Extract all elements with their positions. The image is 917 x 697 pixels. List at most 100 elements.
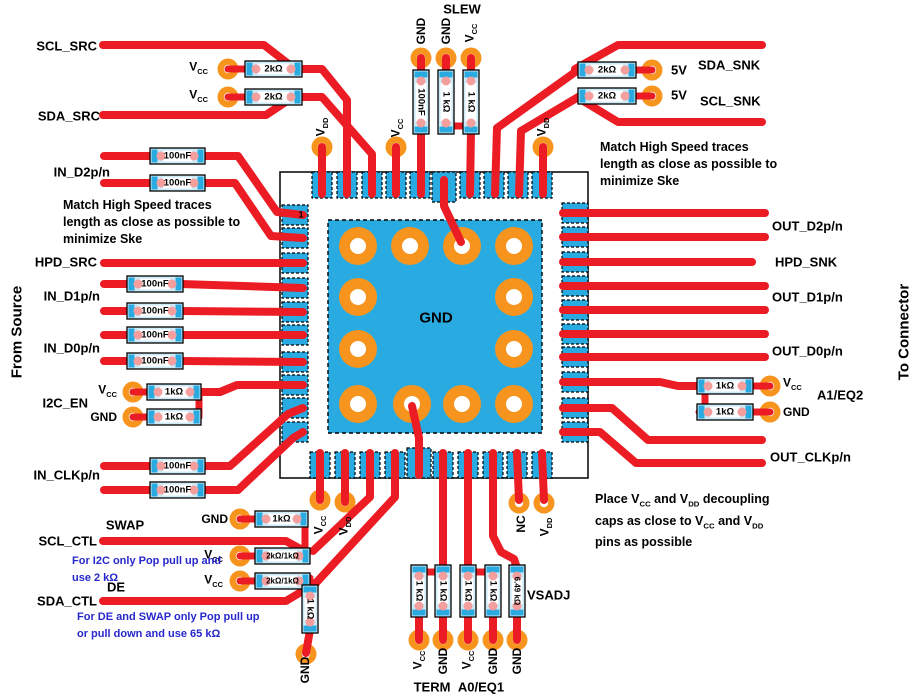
component-value-box xyxy=(160,386,188,398)
component-end xyxy=(439,126,453,133)
component-accent xyxy=(512,571,522,581)
component-accent xyxy=(167,279,177,289)
pin-label-vcc: VCC xyxy=(459,650,476,670)
component-end xyxy=(461,609,475,616)
component-value: 1 kΩ xyxy=(463,581,474,602)
component-accent xyxy=(189,461,199,471)
component-accent xyxy=(286,64,296,74)
pin-label-vdd: VDD xyxy=(336,516,353,536)
pin-label-vcc: VCC xyxy=(783,375,802,392)
pin1-marker: 1 xyxy=(298,209,304,220)
component-accent xyxy=(156,151,166,161)
pin-label-vcc: VCC xyxy=(388,118,405,138)
pcb-trace xyxy=(513,449,523,504)
component-value: 1kΩ xyxy=(272,514,291,525)
component-accent xyxy=(133,356,143,366)
out-d2: OUT_D2p/n xyxy=(772,218,843,234)
component-accent xyxy=(414,571,424,581)
component-value-box xyxy=(140,355,170,367)
component-end xyxy=(175,304,182,318)
component-value-box xyxy=(465,83,477,121)
component-end xyxy=(197,149,204,163)
pin-label-vdd: VDD xyxy=(534,117,551,137)
from-source-title: From Source xyxy=(8,285,26,379)
pcb-trace xyxy=(311,449,399,588)
component-end xyxy=(294,90,301,104)
component-accent xyxy=(153,387,163,397)
component-accent xyxy=(153,412,163,422)
hpd-src: HPD_SRC xyxy=(34,254,97,270)
pin-label-gnd: GND xyxy=(486,647,500,675)
component-end xyxy=(151,176,158,190)
a1-eq2: A1/EQ2 xyxy=(817,387,864,403)
component-value: 100nF xyxy=(141,279,169,290)
pcb-trace xyxy=(177,280,307,292)
ground-via-hole xyxy=(454,396,470,412)
component-accent xyxy=(703,407,713,417)
sda-snk: SDA_SNK xyxy=(698,57,761,73)
component-end xyxy=(302,549,309,563)
component-value-box xyxy=(413,578,425,604)
component-accent xyxy=(463,571,473,581)
component-end xyxy=(193,385,200,399)
component-accent xyxy=(305,591,315,601)
component-accent xyxy=(294,576,304,586)
component-accent xyxy=(133,330,143,340)
pin-label-vcc: VCC xyxy=(189,59,208,76)
component-end xyxy=(128,354,135,368)
component-value-box xyxy=(710,406,740,418)
component-value-box xyxy=(163,484,192,496)
ground-via-hole xyxy=(350,396,366,412)
pcb-trace xyxy=(309,449,374,555)
pin-label-vdd: VDD xyxy=(313,117,330,137)
component-value: 6.49 kΩ xyxy=(513,577,522,606)
component-value-box xyxy=(304,598,316,620)
component-end xyxy=(175,354,182,368)
component-end xyxy=(745,379,752,393)
component-accent xyxy=(620,65,630,75)
pcb-trace xyxy=(99,585,310,605)
pcb-trace xyxy=(491,66,582,198)
component-end xyxy=(151,459,158,473)
component-end xyxy=(745,405,752,419)
ground-via-hole xyxy=(402,238,418,254)
component-accent xyxy=(438,601,448,611)
component-accent xyxy=(251,92,261,102)
component-accent xyxy=(305,617,315,627)
pin-label-vcc: VCC xyxy=(189,87,208,104)
pcb-trace xyxy=(538,449,548,504)
component-value-box xyxy=(511,578,523,604)
component-accent xyxy=(167,330,177,340)
pcb-trace xyxy=(559,428,766,467)
out-d1: OUT_D1p/n xyxy=(772,289,843,305)
scl-src: SCL_SRC xyxy=(36,38,97,54)
component-accent xyxy=(156,178,166,188)
pcb-trace xyxy=(99,41,351,198)
component-value-box xyxy=(440,83,452,121)
component-accent xyxy=(185,387,195,397)
component-value: 2kΩ/1kΩ xyxy=(266,552,299,561)
a0-eq1: A0/EQ1 xyxy=(457,679,505,695)
component-value: 100nF xyxy=(141,330,169,341)
component-accent xyxy=(737,381,747,391)
ground-via-hole xyxy=(350,289,366,305)
component-end xyxy=(197,176,204,190)
component-end xyxy=(436,609,450,616)
component-value: 1 kΩ xyxy=(305,599,316,620)
component-end xyxy=(303,586,317,593)
component-end xyxy=(151,149,158,163)
out-clk: OUT_CLKp/n xyxy=(770,449,851,465)
component-value-box xyxy=(163,150,192,162)
component-end xyxy=(510,566,524,573)
component-value-box xyxy=(160,411,188,423)
component-end xyxy=(486,566,500,573)
component-value: 100nF xyxy=(416,88,427,116)
pin-label-vdd: VDD xyxy=(537,517,554,537)
pin-label-gnd: GND xyxy=(201,512,228,526)
pcb-trace xyxy=(177,357,307,366)
component-value: 2kΩ xyxy=(598,91,617,102)
component-value-box xyxy=(140,278,170,290)
ground-via-hole xyxy=(506,341,522,357)
component-end xyxy=(464,126,478,133)
